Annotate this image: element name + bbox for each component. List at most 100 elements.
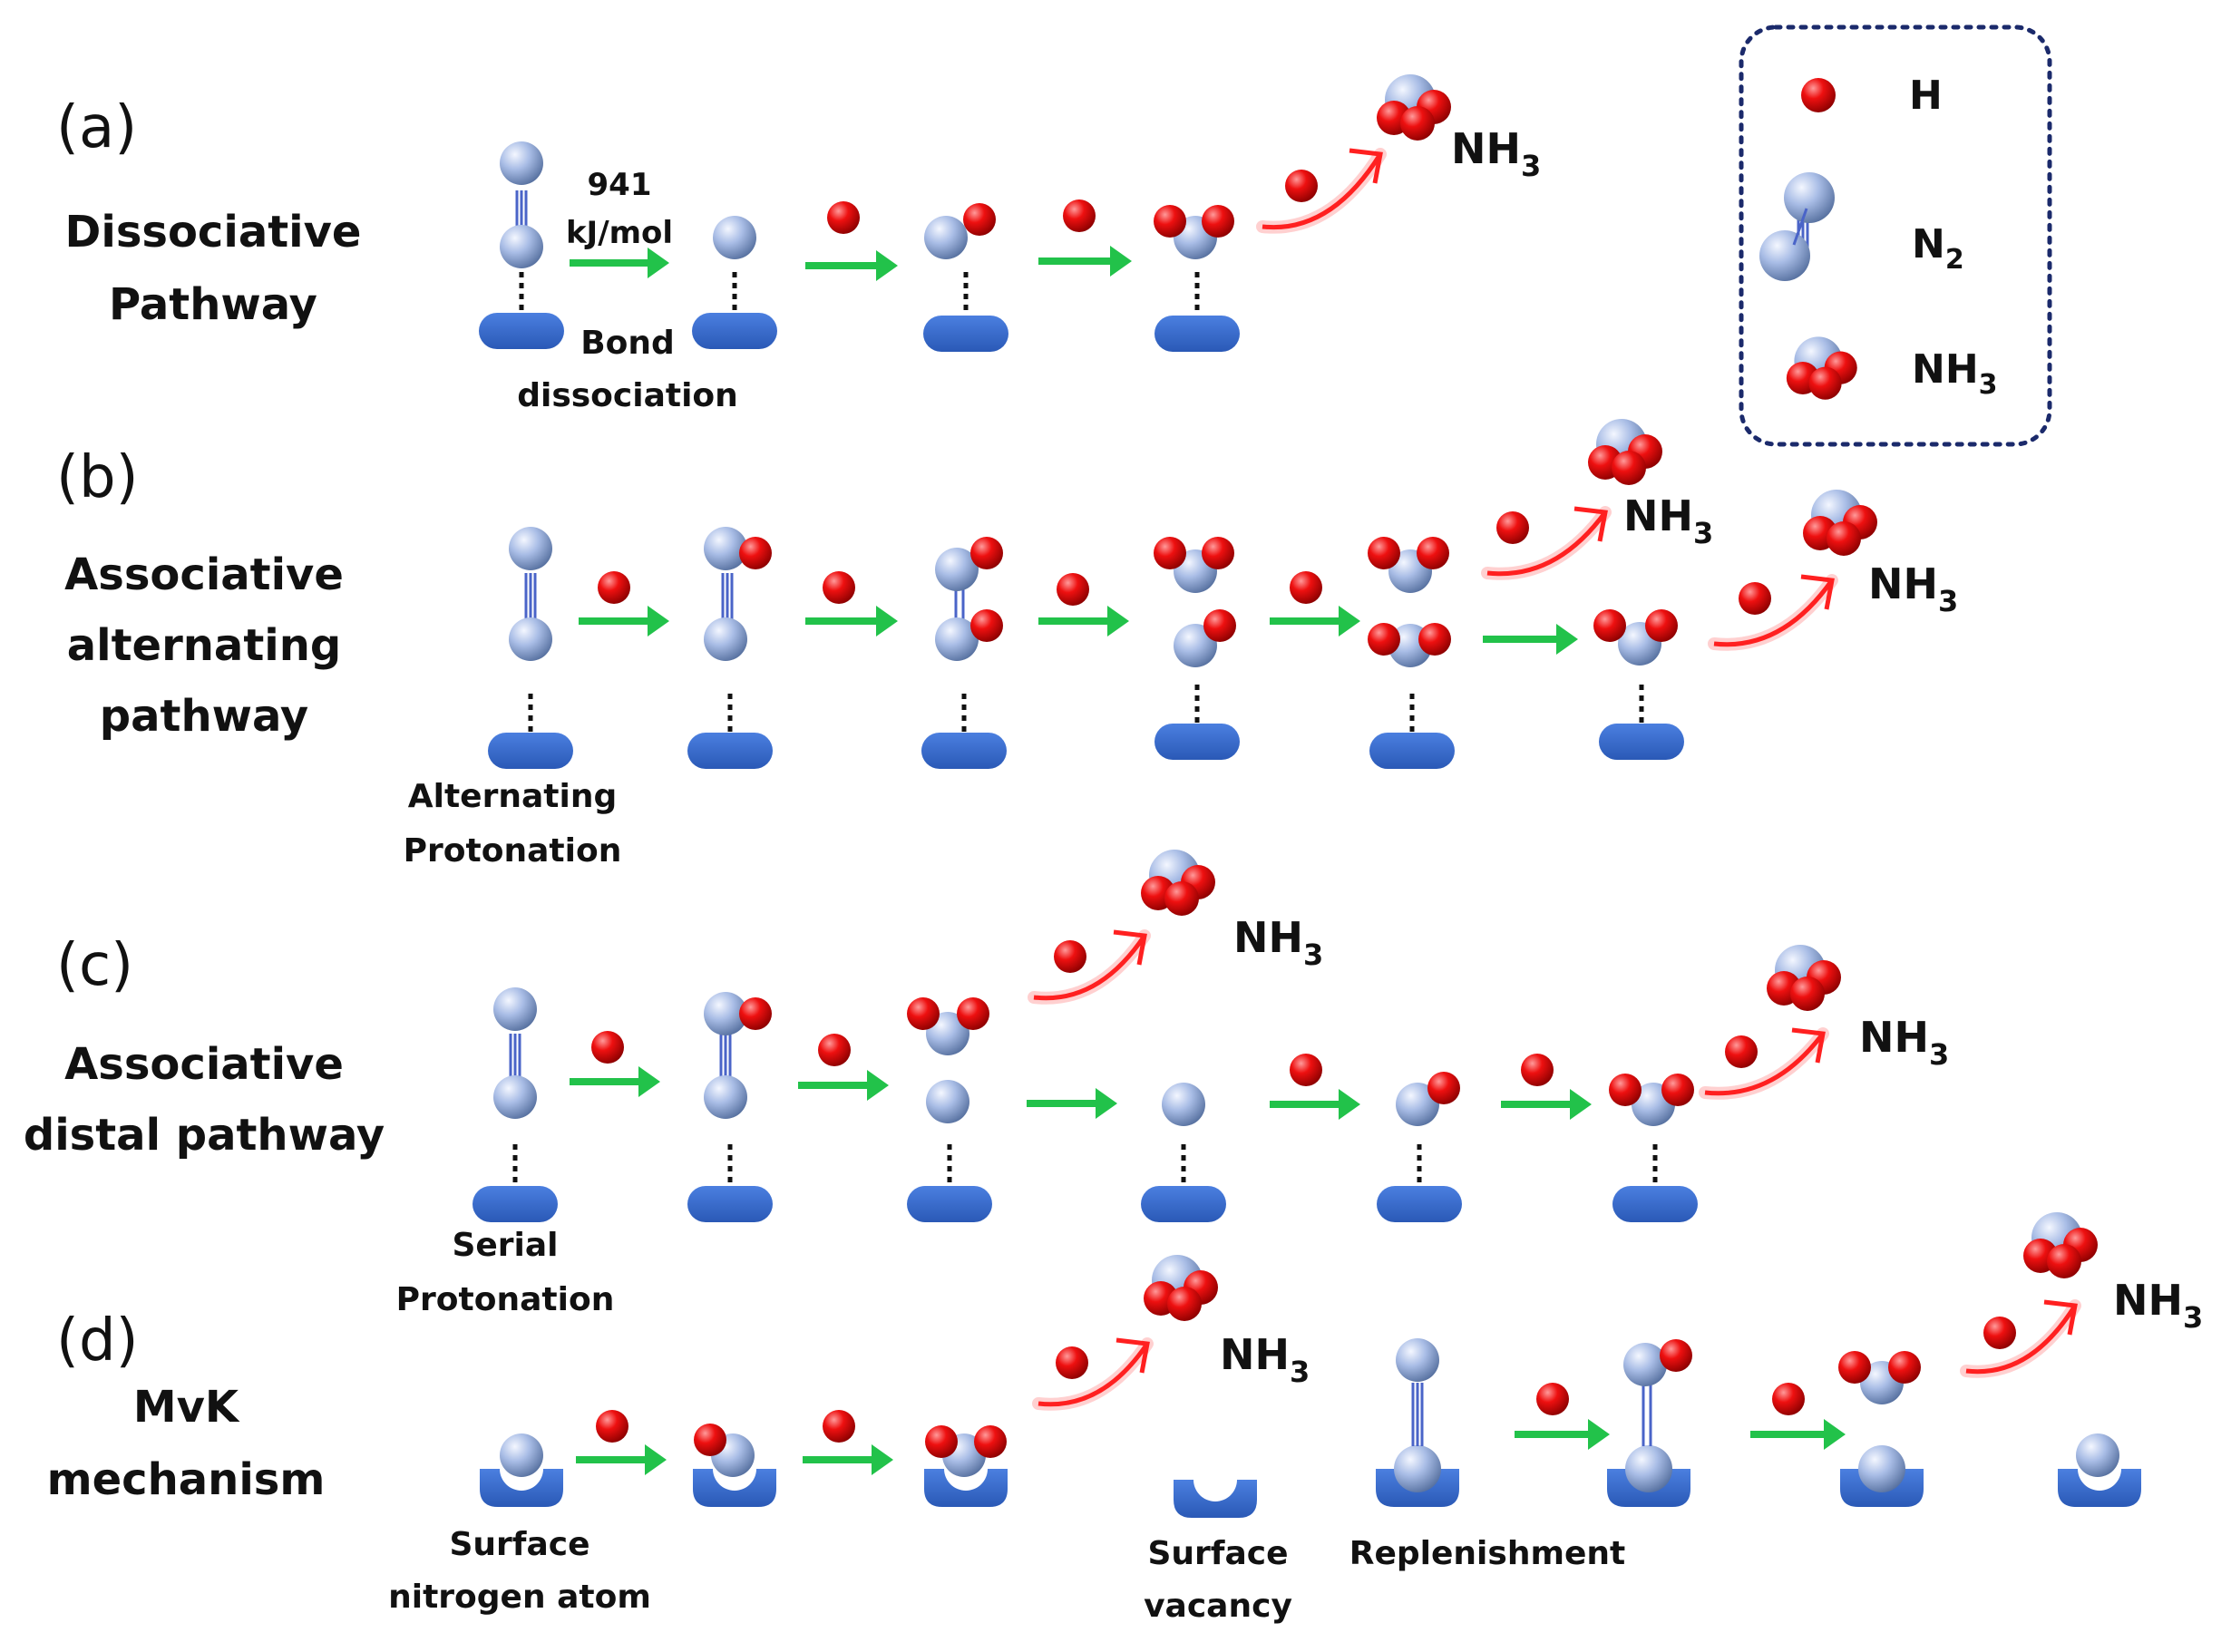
surface-nitrogen-line1: Surface — [449, 1526, 589, 1563]
hydrogen-atom-icon — [1427, 1072, 1460, 1104]
surface-vacancy-icon — [480, 1469, 563, 1507]
release-arrow — [1262, 152, 1383, 230]
nitrogen-atom-icon — [1759, 230, 1810, 281]
nitrogen-atom-icon — [704, 1075, 747, 1119]
hydrogen-atom-icon — [1290, 571, 1322, 604]
hydrogen-atom-icon — [1063, 199, 1096, 232]
serial-protonation-line1: Serial — [452, 1227, 558, 1264]
hydrogen-atom-icon — [1888, 1351, 1921, 1384]
hydrogen-atom-icon — [1593, 609, 1626, 642]
release-arrow-head — [2043, 1299, 2078, 1336]
hydrogen-atom-icon — [1164, 881, 1199, 916]
release-arrow — [1038, 1342, 1150, 1407]
hydrogen-atom-icon — [925, 1425, 958, 1458]
nitrogen-atom-icon — [500, 141, 543, 185]
hydrogen-atom-icon — [1801, 78, 1836, 112]
nitrogen-atom-icon — [2076, 1433, 2119, 1477]
reaction-arrow-head — [645, 1444, 667, 1475]
release-arrow — [1704, 1032, 1825, 1096]
panel-b-title-line2: alternating — [67, 620, 342, 671]
nh3-product-label: NH3 — [1220, 1330, 1310, 1389]
nitrogen-atom-icon — [1396, 1083, 1439, 1126]
panel-a-title-line1: Dissociative — [65, 207, 362, 258]
panel-d-title-line2: mechanism — [47, 1454, 326, 1505]
nitrogen-atom-icon — [704, 992, 747, 1035]
release-arrow-head — [1113, 929, 1147, 966]
surface-vacancy-line1: Surface — [1147, 1535, 1288, 1572]
hydrogen-atom-icon — [1154, 205, 1186, 238]
hydrogen-atom-icon — [1202, 205, 1234, 238]
energy-unit: kJ/mol — [566, 215, 673, 251]
reaction-arrow-head — [1588, 1419, 1610, 1450]
hydrogen-atom-icon — [974, 1425, 1007, 1458]
panel-c-title-line2: distal pathway — [24, 1110, 385, 1161]
surface-vacancy-icon — [1174, 1480, 1257, 1518]
release-arrow — [1713, 578, 1835, 647]
nh3-product-label: NH3 — [1623, 491, 1713, 550]
hydrogen-atom-icon — [1368, 623, 1400, 656]
catalyst-surface-icon — [692, 313, 777, 349]
nh3-product-label: NH3 — [1451, 124, 1541, 183]
panel-d-label: (d) — [56, 1307, 139, 1375]
hydrogen-atom-icon — [1400, 106, 1435, 141]
reaction-arrow-head — [872, 1444, 893, 1475]
reaction-arrow-head — [1556, 624, 1578, 655]
catalyst-surface-icon — [923, 316, 1008, 352]
hydrogen-atom-icon — [1056, 1346, 1088, 1379]
panel-b-title-line3: pathway — [100, 691, 308, 742]
nitrogen-atom-icon — [713, 216, 756, 259]
hydrogen-atom-icon — [591, 1031, 624, 1064]
hydrogen-atom-icon — [1612, 451, 1646, 485]
hydrogen-atom-icon — [2047, 1244, 2081, 1278]
surface-vacancy-line2: vacancy — [1144, 1588, 1292, 1625]
nitrogen-atom-icon — [935, 548, 979, 591]
release-arrow — [1965, 1304, 2078, 1375]
catalyst-surface-icon — [488, 733, 573, 769]
nitrogen-atom-icon — [500, 225, 543, 268]
catalyst-surface-icon — [907, 1186, 992, 1222]
release-arrow-head — [1349, 148, 1383, 184]
nitrogen-atom-icon — [924, 216, 968, 259]
panel-b-label: (b) — [56, 444, 139, 511]
hydrogen-atom-icon — [1661, 1074, 1694, 1106]
hydrogen-atom-icon — [1054, 940, 1086, 973]
panel-c-label: (c) — [56, 932, 133, 999]
hydrogen-atom-icon — [827, 201, 860, 234]
catalyst-surface-icon — [1141, 1186, 1226, 1222]
hydrogen-atom-icon — [596, 1410, 628, 1443]
legend-n2-label: N2 — [1912, 221, 1964, 276]
release-arrow-head — [1116, 1337, 1150, 1374]
surface-vacancy-icon — [924, 1469, 1008, 1507]
release-arrow-head — [1800, 574, 1835, 610]
nh3-product-label: NH3 — [2113, 1276, 2203, 1335]
hydrogen-atom-icon — [1983, 1317, 2016, 1349]
nitrogen-atom-icon — [493, 987, 537, 1031]
nitrogen-atom-icon — [926, 1080, 969, 1123]
hydrogen-atom-icon — [963, 203, 996, 236]
hydrogen-atom-icon — [823, 571, 855, 604]
nitrogen-atom-icon — [1784, 172, 1835, 223]
nh3-product-label: NH3 — [1859, 1013, 1949, 1072]
reaction-arrow-head — [867, 1070, 889, 1101]
nitrogen-atom-icon — [1396, 1338, 1439, 1382]
legend-box — [1739, 24, 2052, 447]
catalyst-surface-icon — [1369, 733, 1455, 769]
reaction-arrow-head — [1107, 606, 1129, 637]
hydrogen-atom-icon — [970, 609, 1003, 642]
hydrogen-atom-icon — [1290, 1054, 1322, 1086]
reaction-arrow-head — [1339, 606, 1360, 637]
hydrogen-atom-icon — [1827, 521, 1861, 556]
alternating-protonation-line1: Alternating — [408, 778, 617, 815]
nitrogen-atom-icon — [509, 617, 552, 661]
hydrogen-atom-icon — [598, 571, 630, 604]
reaction-elements — [473, 74, 2141, 1518]
reaction-arrow-head — [1110, 246, 1132, 277]
hydrogen-atom-icon — [1368, 537, 1400, 569]
surface-nitrogen-line2: nitrogen atom — [388, 1579, 651, 1616]
hydrogen-atom-icon — [1660, 1339, 1692, 1372]
reaction-arrow-head — [876, 250, 898, 281]
panel-a-label: (a) — [56, 94, 137, 161]
nitrogen-atom-icon — [1162, 1083, 1205, 1126]
alternating-protonation-line2: Protonation — [404, 832, 622, 870]
